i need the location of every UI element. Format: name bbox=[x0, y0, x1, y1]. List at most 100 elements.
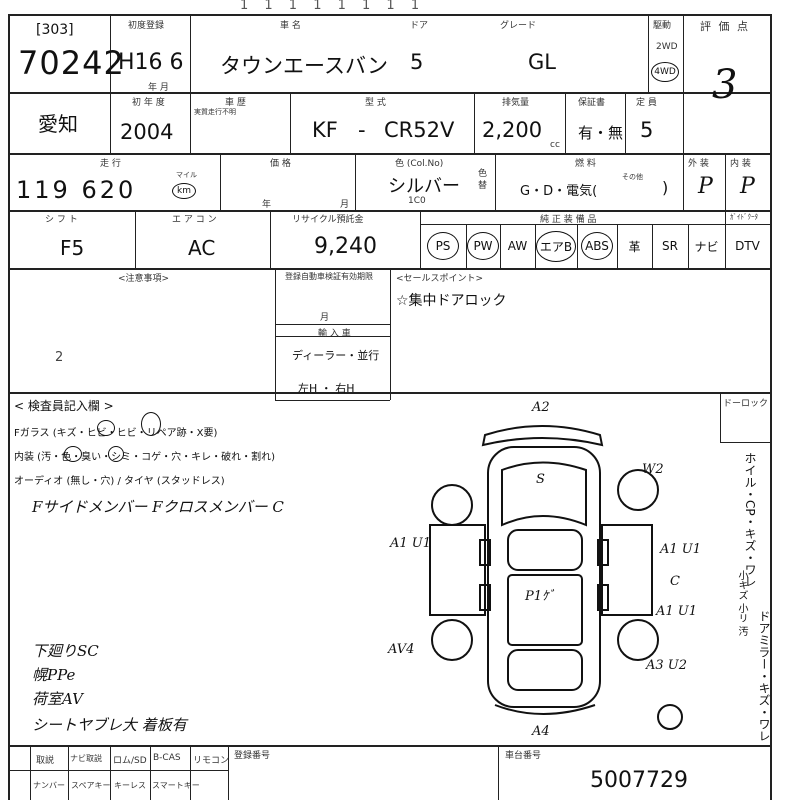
spare-wheel bbox=[657, 704, 683, 730]
fuel-other: その他 bbox=[622, 173, 643, 181]
drive-2wd: 2WD bbox=[656, 42, 678, 52]
model-prefix: KF bbox=[312, 118, 338, 142]
side-label-wheel: ホイル・CP・キズ・ワレ bbox=[743, 452, 757, 588]
expiry-label: 登録自動車検証有効期限 bbox=[285, 272, 373, 281]
capacity-label: 定 員 bbox=[636, 98, 657, 108]
history-label: 車 歴 bbox=[225, 98, 246, 108]
exterior-value: P bbox=[698, 174, 713, 199]
expiry-month-label: 月 bbox=[320, 313, 330, 323]
registration-label: 初度登録 bbox=[128, 21, 165, 31]
car-grade-label: グレード bbox=[500, 21, 537, 31]
wheel-front-right bbox=[617, 469, 659, 511]
region: 愛知 bbox=[38, 112, 78, 136]
car-damage-diagram: A2 S W2 A1 U1 A1 U1 C A1 U1 P1ｹﾞ AV4 A3 … bbox=[387, 400, 701, 739]
price-year-label: 年 bbox=[262, 200, 272, 210]
mark-p1ke: P1ｹﾞ bbox=[524, 588, 555, 604]
corner-label: ドーロック bbox=[723, 399, 769, 409]
displacement-value: 2,200 bbox=[482, 118, 543, 142]
inspector-handwriting-3: 幌PPe bbox=[32, 666, 76, 684]
wheel-front-left bbox=[431, 484, 473, 526]
car-name: タウンエースバン bbox=[220, 54, 388, 78]
vin-label: 車台番号 bbox=[505, 751, 542, 761]
vin-value: 5007729 bbox=[590, 768, 688, 793]
displacement-unit: cc bbox=[550, 140, 560, 150]
mileage-label: 走 行 bbox=[100, 159, 121, 169]
car-hood bbox=[501, 461, 587, 527]
color-change-label: 色替 bbox=[478, 169, 488, 191]
recycle-label: リサイクル預託金 bbox=[292, 215, 364, 225]
inspection-value: 有・無 bbox=[578, 124, 624, 142]
lot-code: [303] bbox=[36, 22, 74, 38]
mark-a1u1-left: A1 U1 bbox=[389, 536, 431, 551]
car-door-label: ドア bbox=[410, 21, 429, 31]
mark-c: C bbox=[670, 574, 680, 589]
equipment-item-4: ABS bbox=[577, 224, 617, 268]
footer-smart-key: スマートキー bbox=[152, 781, 200, 790]
footer-bcas: B-CAS bbox=[153, 753, 181, 763]
inspector-label: < 検査員記入欄 > bbox=[14, 399, 114, 413]
equipment-label: 純 正 装 備 品 bbox=[540, 215, 597, 225]
fuel-label: 燃 料 bbox=[575, 159, 596, 169]
registration-number-label: 登録番号 bbox=[234, 751, 271, 761]
displacement-label: 排気量 bbox=[502, 98, 530, 108]
lot-number: 70242 bbox=[18, 44, 125, 82]
shift-value: F5 bbox=[60, 236, 85, 260]
car-rear-bumper bbox=[494, 704, 596, 715]
equipment-item-2: AW bbox=[507, 239, 528, 253]
left-side-panel bbox=[429, 524, 486, 616]
model-dash: - bbox=[358, 118, 366, 142]
steering-option: 左H ・ 右H bbox=[298, 382, 355, 395]
glass-mark-circle-2 bbox=[141, 412, 161, 436]
shift-label: シ フ ト bbox=[45, 215, 78, 225]
interior-value: P bbox=[740, 174, 755, 199]
mark-a4: A4 bbox=[531, 724, 550, 739]
right-side-panel bbox=[601, 524, 653, 616]
drive-4wd: 4WD bbox=[651, 62, 679, 82]
footer-navi-manual: ナビ取説 bbox=[70, 754, 102, 763]
registration-value: H16 6 bbox=[118, 50, 184, 75]
first-year-label: 初 年 度 bbox=[132, 98, 165, 108]
sales-point-value: ☆集中ドアロック bbox=[396, 293, 507, 309]
mark-s: S bbox=[536, 472, 545, 487]
inspector-handwriting-4: 荷室AV bbox=[32, 690, 83, 708]
equipment-item-3: エアB bbox=[535, 224, 577, 268]
equipment-item-5: 革 bbox=[628, 239, 641, 254]
notes-label: <注意事項> bbox=[118, 274, 170, 284]
car-roof bbox=[507, 574, 583, 646]
inspector-handwriting-2: 下廻りSC bbox=[32, 642, 99, 660]
exterior-label: 外 装 bbox=[688, 159, 709, 169]
glass-mark-circle bbox=[97, 420, 115, 436]
inspection-label: 保証書 bbox=[578, 98, 606, 108]
fuel-options: G・D・電気( bbox=[520, 184, 598, 199]
first-year-value: 2004 bbox=[120, 120, 174, 144]
interior-mark-circle-2 bbox=[108, 446, 124, 462]
footer-keyless: キーレス bbox=[114, 781, 146, 790]
car-name-label: 車 名 bbox=[280, 21, 301, 31]
mileage-unit-top: マイル bbox=[176, 171, 197, 179]
inspector-line-audio: オーディオ (無し・穴) / タイヤ (スタッドレス) bbox=[14, 476, 225, 487]
score-label: 評 価 点 bbox=[700, 20, 750, 33]
color-value: シルバー bbox=[388, 176, 460, 197]
fuel-close: ) bbox=[662, 178, 669, 197]
equipment-item-6: SR bbox=[662, 239, 678, 253]
car-grade: GL bbox=[528, 50, 556, 74]
footer-spare-key: スペアキー bbox=[71, 781, 111, 790]
history-sub: 実質走行不明 bbox=[194, 108, 236, 116]
registration-year-label: 年 月 bbox=[148, 83, 169, 93]
car-front-bumper bbox=[481, 425, 604, 447]
origin-label: 輸 入 車 bbox=[318, 329, 351, 339]
mileage-value: 119 620 bbox=[16, 176, 137, 204]
dealer-option: ディーラー・並行 bbox=[292, 349, 380, 362]
left-door-handle-front bbox=[479, 539, 491, 566]
model-code: CR52V bbox=[384, 118, 455, 142]
equipment-item-1: PW bbox=[466, 224, 500, 268]
mark-av4: AV4 bbox=[387, 642, 414, 657]
mark-a1u1-right-lower: A1 U1 bbox=[655, 604, 697, 619]
footer-rom-sd: ロム/SD bbox=[113, 756, 147, 766]
inspector-line-interior: 内装 (汚・色・臭い・シミ・コゲ・穴・キレ・破れ・割れ) bbox=[14, 452, 275, 463]
car-windshield bbox=[507, 529, 583, 571]
model-label: 型 式 bbox=[365, 98, 386, 108]
car-body-outline bbox=[487, 446, 601, 708]
aircon-label: エ ア コ ン bbox=[172, 215, 217, 225]
